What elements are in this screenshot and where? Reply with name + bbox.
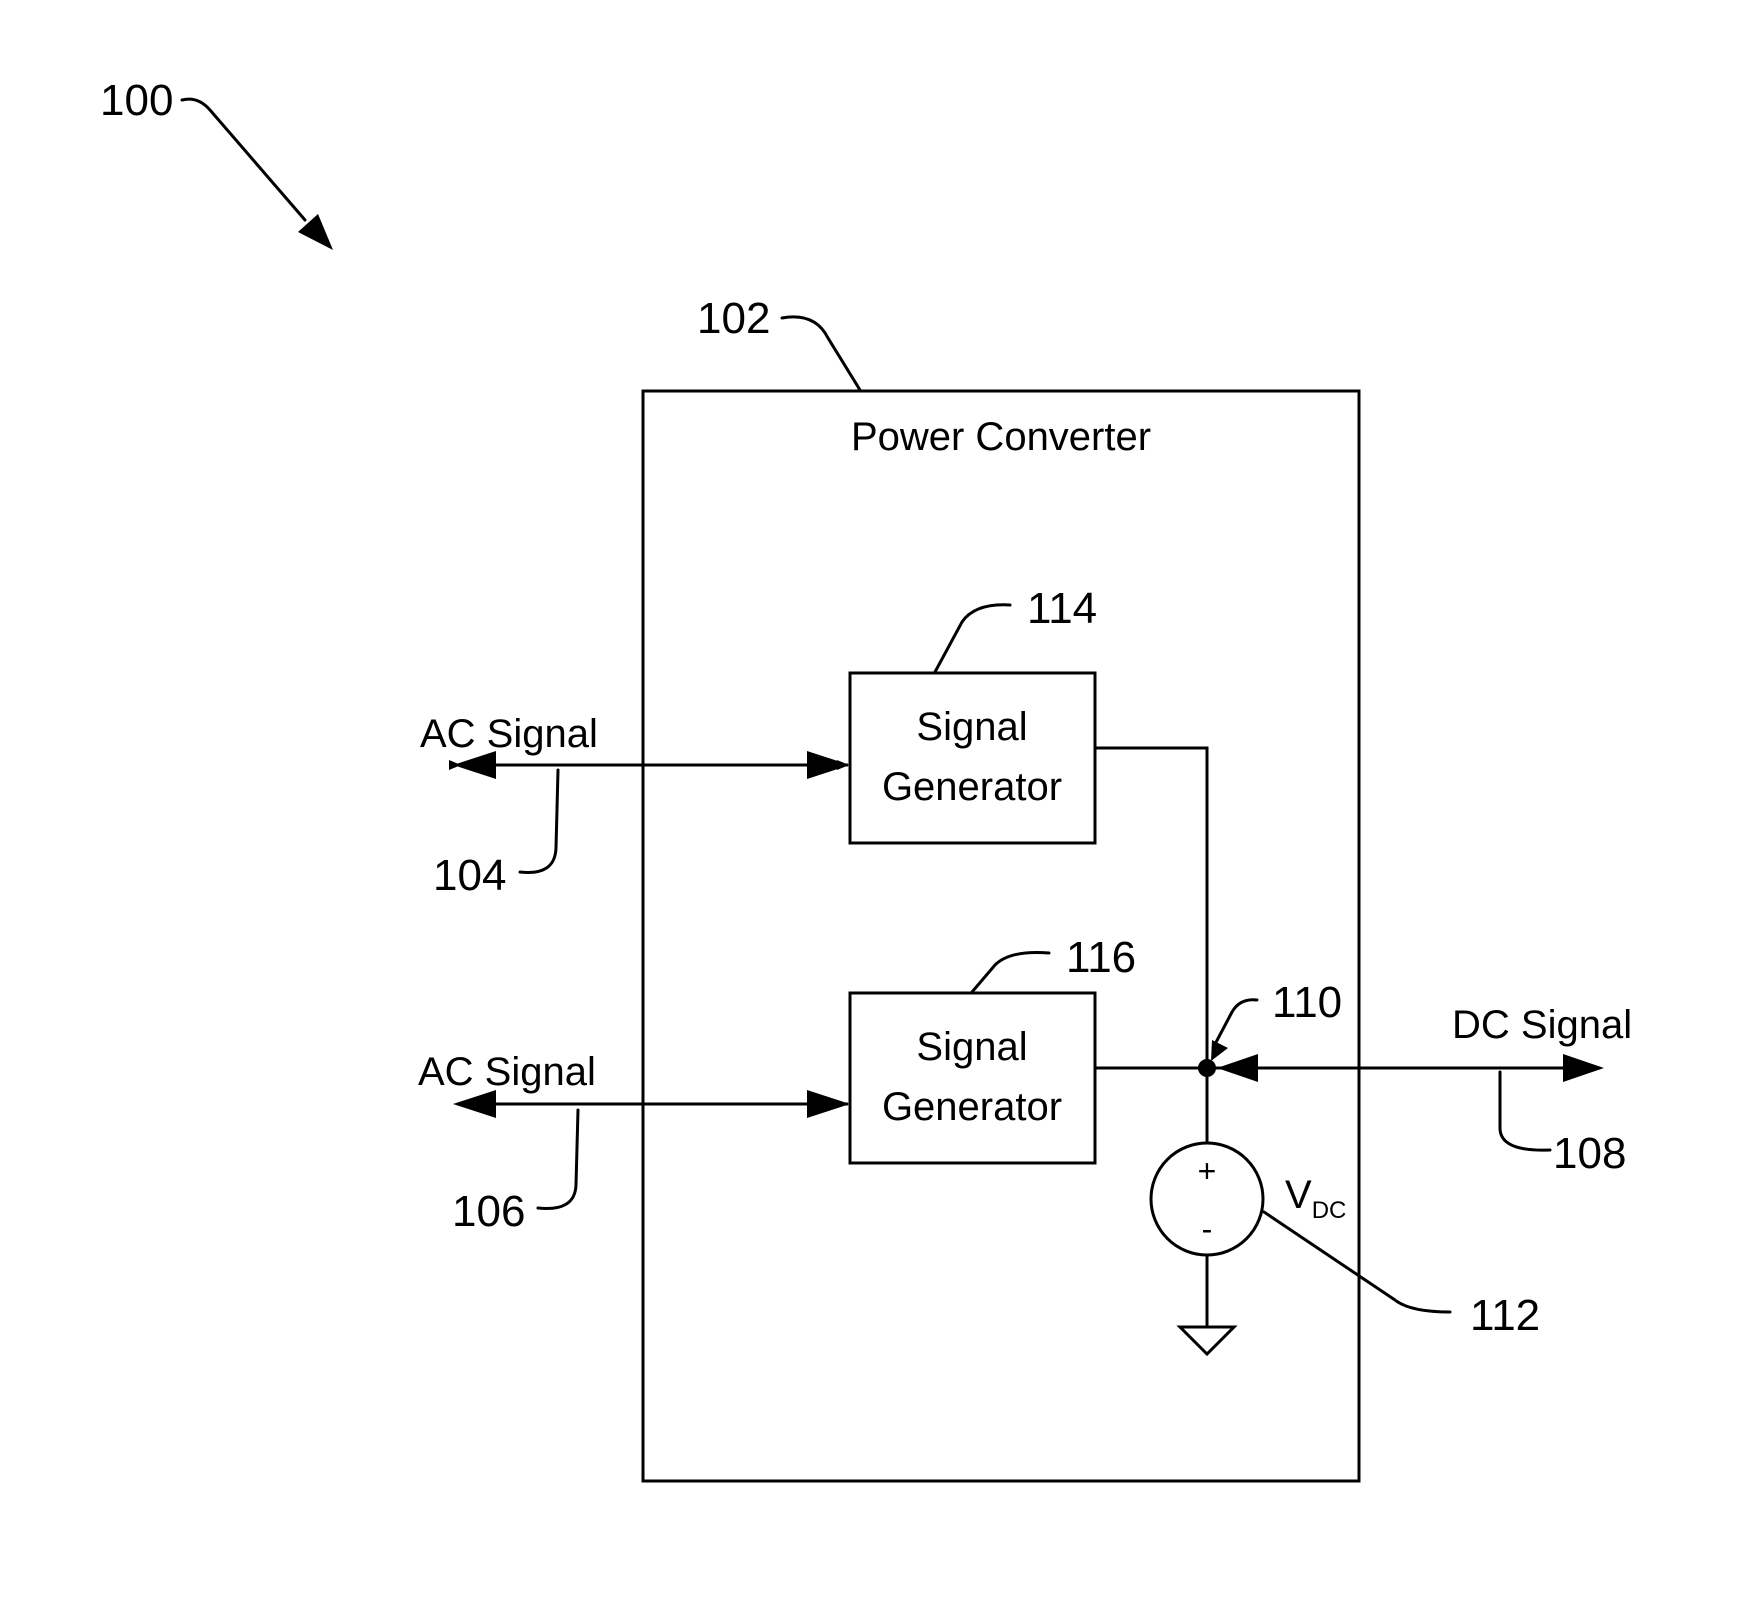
signal-generator-114-line2: Generator — [882, 765, 1062, 809]
ground-symbol — [1180, 1327, 1234, 1354]
signal-generator-114-line1: Signal — [916, 705, 1027, 749]
ref-104: 104 — [433, 851, 506, 900]
signal-generator-114-box — [850, 673, 1095, 843]
signal-generator-116-line2: Generator — [882, 1085, 1062, 1129]
ref-116: 116 — [1066, 933, 1136, 982]
signal-generator-116-line1: Signal — [916, 1025, 1027, 1069]
power-converter-title: Power Converter — [851, 415, 1151, 459]
ref-102: 102 — [697, 294, 770, 343]
ac-signal-106-right-arrowhead — [807, 1090, 850, 1118]
ref-108-leader — [1500, 1072, 1550, 1150]
ac-signal-106-label: AC Signal — [418, 1050, 596, 1094]
ref-100: 100 — [100, 76, 173, 125]
dc-signal-108-label: DC Signal — [1452, 1003, 1632, 1047]
source-minus-sign: - — [1202, 1211, 1213, 1247]
dc-signal-108-right-arrowhead — [1563, 1054, 1604, 1082]
ref-104-leader — [520, 770, 558, 873]
dc-signal-108-left-arrowhead — [1217, 1054, 1258, 1082]
ref-110: 110 — [1272, 978, 1342, 1027]
ref-114: 114 — [1027, 584, 1097, 633]
power-converter-box — [643, 391, 1359, 1481]
source-voltage-label: VDC — [1285, 1173, 1346, 1224]
source-voltage-v: V — [1285, 1173, 1312, 1217]
ref-100-leader — [182, 99, 305, 220]
ref-110-arrowhead — [1211, 1040, 1228, 1061]
ref-108: 108 — [1553, 1129, 1626, 1178]
ref-106-leader — [538, 1110, 578, 1209]
source-voltage-subscript: DC — [1312, 1197, 1347, 1224]
ref-116-leader — [972, 953, 1049, 993]
ref-110-leader — [1213, 1000, 1257, 1048]
ac-signal-106-left-arrowhead — [453, 1090, 496, 1118]
ac-signal-104-right-arrowhead — [807, 751, 850, 779]
ref-114-leader — [935, 605, 1010, 672]
ref-106: 106 — [452, 1187, 525, 1236]
generator-114-output-wire — [1095, 748, 1207, 1068]
signal-generator-116-box — [850, 993, 1095, 1163]
ref-112: 112 — [1470, 1291, 1540, 1340]
ref-112-leader — [1264, 1212, 1450, 1312]
ac-signal-104-label: AC Signal — [420, 712, 598, 756]
ref-102-leader — [782, 317, 860, 390]
source-plus-sign: + — [1198, 1153, 1217, 1189]
